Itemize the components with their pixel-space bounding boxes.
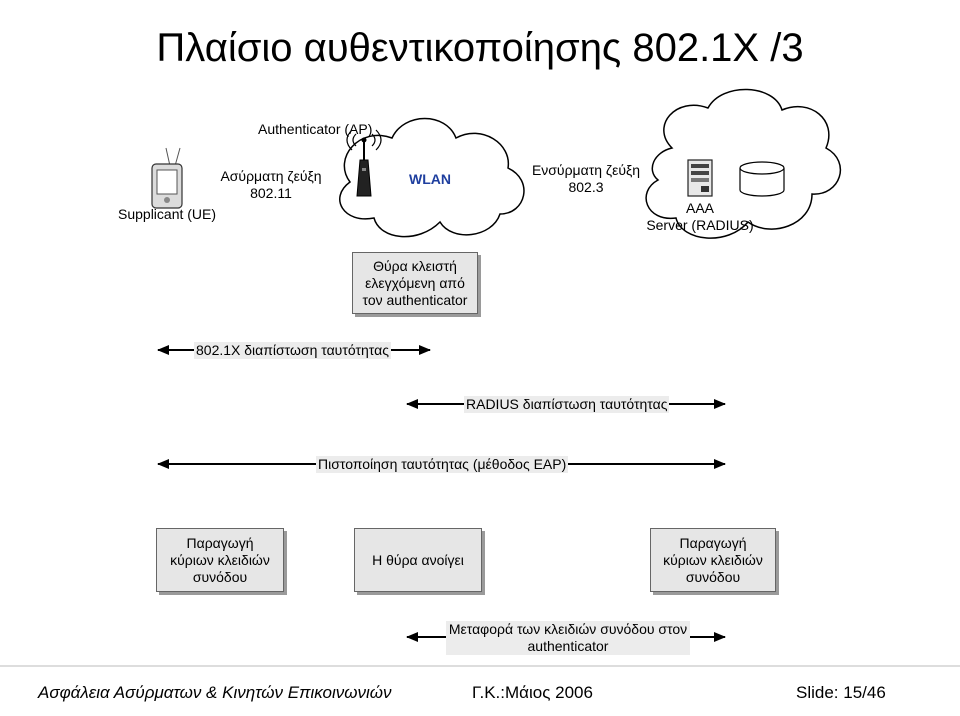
right-box-line2: κύριων κλειδιών [663, 551, 763, 568]
aaa-cloud [645, 88, 842, 239]
wireless-link-line2: 802.11 [250, 185, 292, 201]
port-opens-box: Η θύρα ανοίγει [354, 528, 482, 592]
eapol-label: 802.1X διαπίστωση ταυτότητας [194, 342, 391, 359]
supplicant-label: Supplicant (UE) [118, 206, 217, 222]
left-box-line1: Παραγωγή [186, 534, 254, 551]
right-box-line1: Παραγωγή [679, 534, 747, 551]
footer-author-date: Γ.Κ.:Μάιος 2006 [472, 683, 593, 702]
radius-label: RADIUS διαπίστωση ταυτότητας [464, 396, 670, 413]
key-transfer-line1: Μεταφορά των κλειδιών συνόδου στον [448, 621, 688, 637]
wlan-label: WLAN [409, 171, 451, 187]
server-key-generation-box: Παραγωγή κύριων κλειδιών συνόδου [650, 528, 776, 592]
footer-slide-number: Slide: 15/46 [796, 683, 886, 702]
aaa-server-label: AAA Server (RADIUS) [640, 200, 760, 234]
access-point-icon [346, 129, 382, 197]
supplicant-key-generation-box: Παραγωγή κύριων κλειδιών συνόδου [156, 528, 284, 592]
wireless-link-label: Ασύρματη ζεύξη 802.11 [220, 168, 322, 202]
port-box-line2: ελεγχόμενη από [365, 274, 465, 291]
pda-icon [151, 147, 183, 209]
wired-link-label: Ενσύρματη ζεύξη 802.3 [530, 162, 642, 196]
left-box-line2: κύριων κλειδιών [170, 551, 270, 568]
right-box-line3: συνόδου [685, 568, 741, 585]
database-icon [739, 161, 785, 197]
aaa-line2: Server (RADIUS) [646, 217, 754, 233]
server-icon [687, 159, 713, 197]
aaa-line1: AAA [685, 200, 714, 216]
slide-title: Πλαίσιο αυθεντικοποίησης 802.1X /3 [156, 26, 804, 70]
port-box-line3: τον authenticator [362, 291, 468, 308]
wireless-link-line1: Ασύρματη ζεύξη [220, 168, 322, 184]
center-box-text: Η θύρα ανοίγει [372, 551, 464, 568]
footer-course: Ασφάλεια Ασύρματων & Κινητών Επικοινωνιώ… [38, 683, 392, 702]
eap-label: Πιστοποίηση ταυτότητας (μέθοδος EAP) [316, 456, 569, 473]
wired-link-line2: 802.3 [568, 179, 604, 195]
key-transfer-label: Μεταφορά των κλειδιών συνόδου στον authe… [446, 621, 690, 655]
wired-link-line1: Ενσύρματη ζεύξη [531, 162, 641, 178]
port-closed-box: Θύρα κλειστή ελεγχόμενη από τον authenti… [352, 252, 478, 314]
authenticator-label: Authenticator (AP) [258, 121, 373, 137]
wlan-cloud [339, 117, 525, 238]
key-transfer-line2: authenticator [527, 638, 609, 654]
port-box-line1: Θύρα κλειστή [373, 257, 457, 274]
left-box-line3: συνόδου [192, 568, 248, 585]
